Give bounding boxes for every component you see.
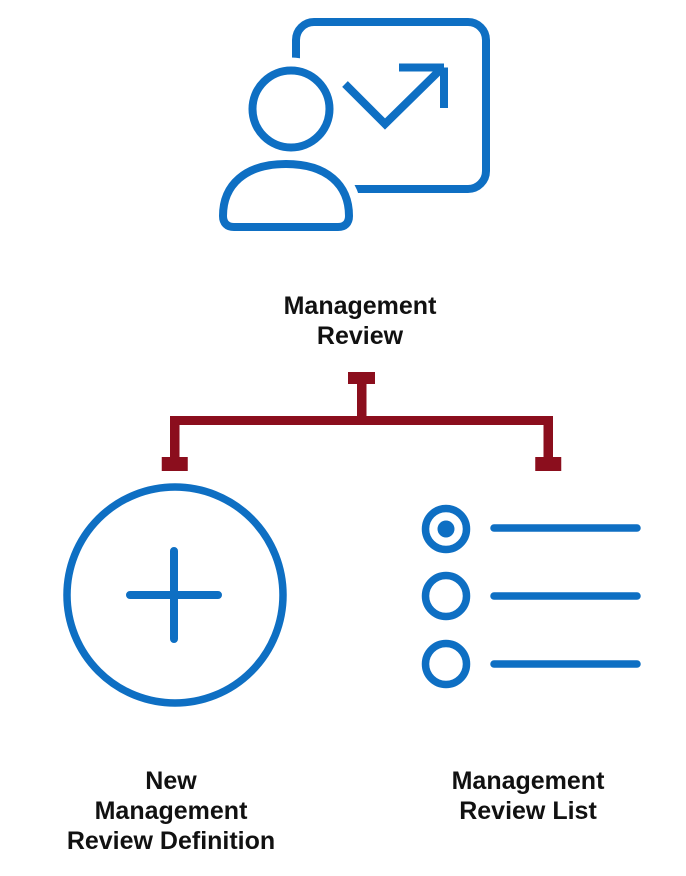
management-review-list-label: Management Review List	[398, 766, 658, 826]
presenter-board-trend-icon	[210, 18, 490, 240]
left-label-line-1: New	[145, 767, 197, 795]
list-bullet-2-ring	[421, 571, 471, 621]
root-node-label: Management Review	[240, 291, 480, 351]
person-shoulders-icon	[219, 160, 353, 231]
trend-arrow-head	[399, 63, 448, 108]
person-head-icon	[248, 66, 334, 152]
connector-top-cap	[348, 372, 375, 384]
tree-connector	[161, 372, 562, 471]
connector-crossbar	[170, 416, 553, 425]
list-bullet-1-dot	[437, 520, 455, 538]
left-label-line-3: Review Definition	[66, 827, 276, 855]
connector-right-stem	[543, 418, 553, 459]
left-label-line-2: Management	[94, 797, 248, 825]
add-circle-icon[interactable]	[55, 475, 295, 715]
trend-arrow-line	[342, 66, 444, 130]
radio-list-icon[interactable]	[405, 485, 655, 690]
connector-left-cap	[161, 457, 188, 471]
connector-right-cap	[535, 457, 562, 471]
root-label-line-2: Review	[316, 322, 404, 350]
list-bullet-1-ring	[421, 504, 471, 554]
connector-left-stem	[170, 418, 180, 459]
right-label-line-1: Management	[451, 767, 605, 795]
root-label-line-1: Management	[283, 292, 437, 320]
connector-top-stem	[357, 382, 367, 418]
new-management-review-definition-label: New Management Review Definition	[21, 766, 321, 856]
plus-icon	[126, 547, 222, 643]
add-circle-outline	[63, 483, 287, 707]
list-bullet-3-ring	[421, 639, 471, 689]
right-label-line-2: Review List	[459, 797, 597, 825]
